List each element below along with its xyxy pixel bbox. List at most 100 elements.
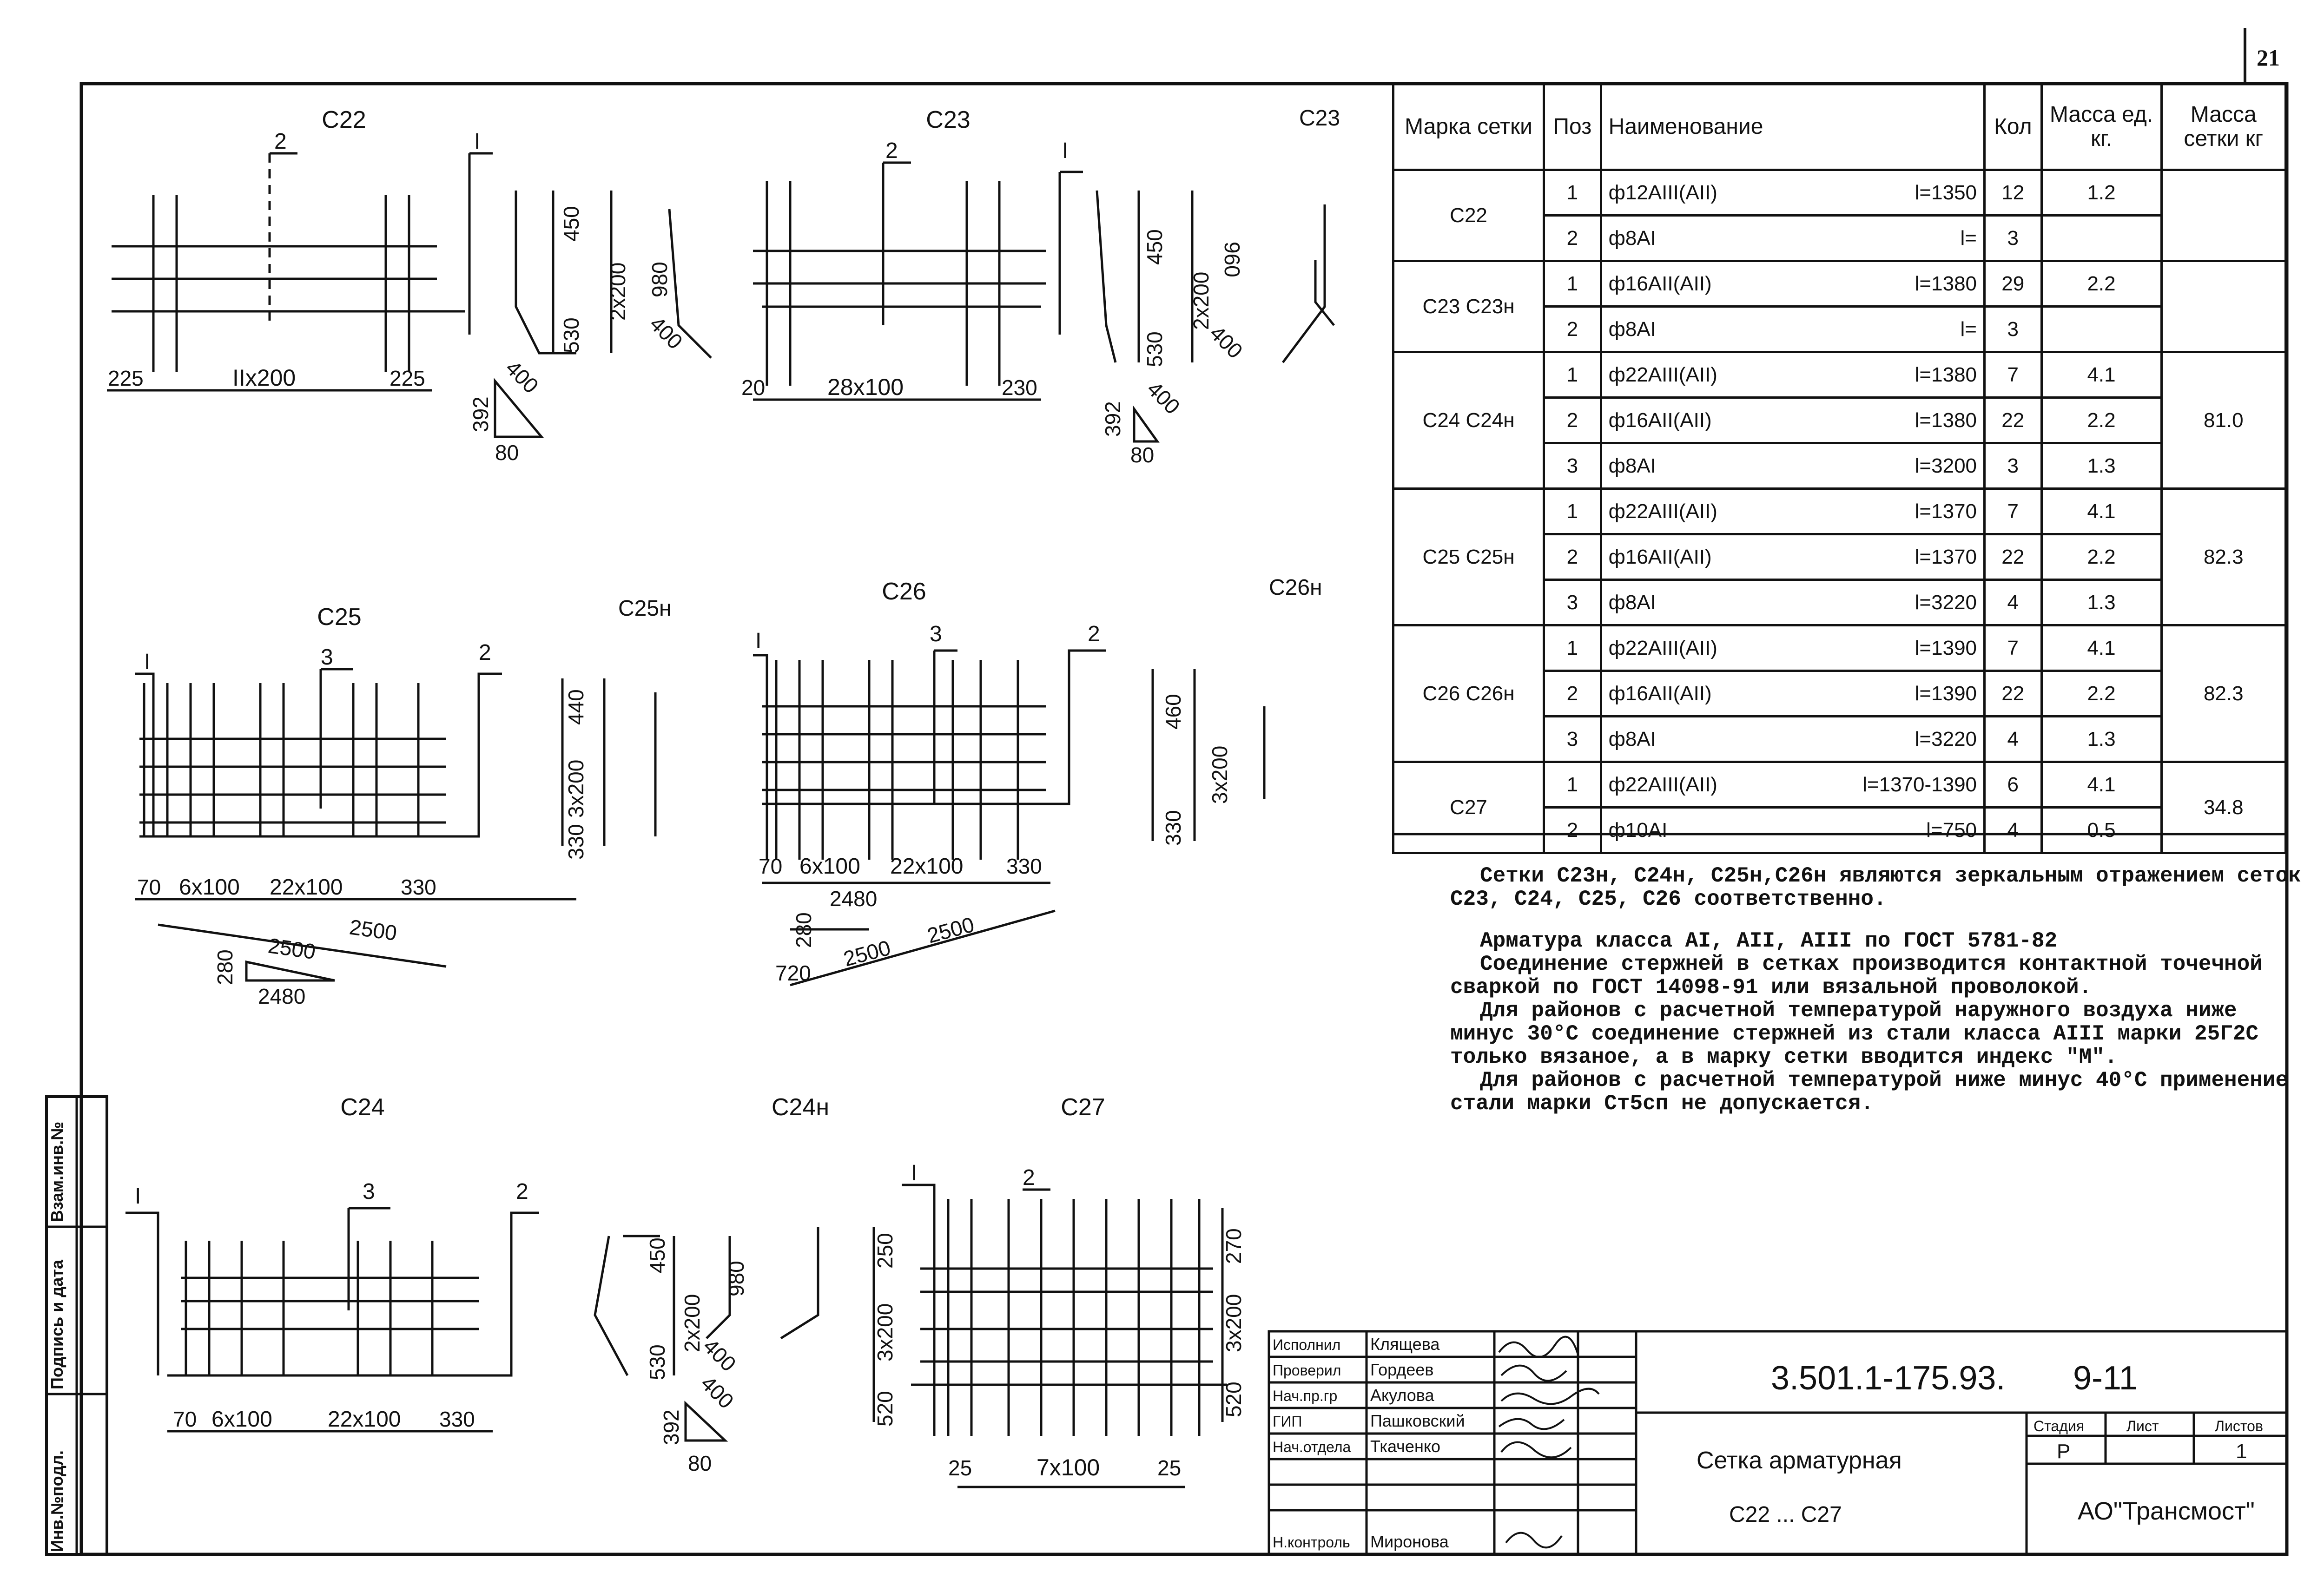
spec-cell-total bbox=[2160, 260, 2287, 353]
spec-bar-length: l=1380 bbox=[1915, 408, 1977, 432]
dim-c26n-3x200: 3x200 bbox=[1208, 746, 1232, 804]
specification-table: Марка сетки Поз Наименование Кол Масса е… bbox=[1392, 83, 2287, 854]
dim-c25-280: 280 bbox=[213, 949, 237, 985]
dim-c22-80: 80 bbox=[495, 441, 519, 465]
spec-cell-mass: 4.1 bbox=[2040, 624, 2163, 672]
spec-cell-pos: 2 bbox=[1543, 533, 1602, 581]
spec-cell-name: ф22АIII(АII)l=1380 bbox=[1599, 351, 1986, 399]
spec-bar-diameter: ф16АII(АII) bbox=[1608, 545, 1712, 568]
spec-bar-diameter: ф16АII(АII) bbox=[1608, 682, 1712, 705]
mark-c26-3: 3 bbox=[930, 622, 942, 646]
spec-cell-name: ф16АII(АII)l=1390 bbox=[1599, 670, 1986, 717]
drawing-title-c25n: С25н bbox=[618, 596, 672, 621]
dim-c23-20: 20 bbox=[741, 375, 765, 400]
spec-cell-pos: 1 bbox=[1543, 624, 1602, 672]
tb-name-2: Акулова bbox=[1370, 1386, 1435, 1405]
spec-cell-qty: 7 bbox=[1983, 487, 2043, 535]
spec-cell-mark: С25 С25н bbox=[1392, 487, 1545, 626]
spec-bar-diameter: ф8АI bbox=[1608, 226, 1656, 250]
mesh-c22 bbox=[107, 152, 493, 392]
spec-cell-name: ф22АIII(АII)l=1390 bbox=[1599, 624, 1986, 672]
mark-c25-2: 2 bbox=[479, 640, 491, 665]
tb-stage-label: Стадия bbox=[2034, 1418, 2084, 1434]
note-steel-class: Арматура класса АI, АII, АIII по ГОСТ 57… bbox=[1480, 929, 2058, 953]
mark-c23-2: 2 bbox=[885, 138, 898, 163]
spec-cell-mark: С22 bbox=[1392, 169, 1545, 262]
sheet-number: 21 bbox=[2257, 45, 2280, 71]
spec-cell-mass: 4.1 bbox=[2040, 351, 2163, 399]
mark-c25-1: I bbox=[144, 650, 150, 674]
spec-bar-length: l=1390 bbox=[1915, 636, 1977, 659]
dim-c22-225-left: 225 bbox=[108, 366, 144, 390]
mark-c22-2: 2 bbox=[274, 129, 287, 154]
spec-bar-diameter: ф8АI bbox=[1608, 454, 1656, 477]
spec-header-qty: Кол bbox=[1983, 83, 2043, 171]
spec-bar-diameter: ф22АIII(АII) bbox=[1608, 363, 1717, 386]
spec-cell-mass: 0.5 bbox=[2040, 806, 2163, 854]
dim-c26-22x100: 22x100 bbox=[890, 854, 963, 879]
tb-org: АО"Трансмост" bbox=[2078, 1497, 2255, 1525]
dim-c27-270: 270 bbox=[1221, 1228, 1246, 1264]
spec-cell-qty: 4 bbox=[1983, 806, 2043, 854]
spec-cell-qty: 7 bbox=[1983, 351, 2043, 399]
tb-doc-code: 3.501.1-175.93. bbox=[1771, 1360, 2005, 1397]
spec-cell-name: ф16АII(АII)l=1380 bbox=[1599, 396, 1986, 444]
dim-c26n-330: 330 bbox=[1161, 810, 1185, 846]
spec-cell-mass: 1.2 bbox=[2040, 169, 2163, 217]
spec-cell-pos: 1 bbox=[1543, 169, 1602, 217]
mark-c24-1: I bbox=[135, 1184, 141, 1209]
dim-c26n-460: 460 bbox=[1161, 694, 1185, 730]
spec-cell-pos: 3 bbox=[1543, 715, 1602, 763]
dim-c24-330: 330 bbox=[439, 1407, 475, 1431]
dim-c25-22x100: 22x100 bbox=[270, 875, 343, 900]
spec-cell-total: 82.3 bbox=[2160, 624, 2287, 763]
tb-sheet-range: 9-11 bbox=[2073, 1360, 2138, 1397]
spec-bar-diameter: ф12АIII(АII) bbox=[1608, 181, 1717, 204]
spec-cell-pos: 1 bbox=[1543, 761, 1602, 809]
dim-c23-392: 392 bbox=[1101, 401, 1125, 437]
dim-c22-980: 980 bbox=[647, 262, 672, 297]
dim-c22-392: 392 bbox=[469, 396, 493, 432]
spec-cell-qty: 6 bbox=[1983, 761, 2043, 809]
spec-cell-name: ф22АIII(АII)l=1370 bbox=[1599, 487, 1986, 535]
dim-c25-330: 330 bbox=[401, 875, 436, 899]
dim-c27-3x200-right: 3x200 bbox=[1221, 1294, 1246, 1352]
tb-sheet-label: Лист bbox=[2126, 1418, 2159, 1434]
note-mirror: Сетки С23н, С24н, С25н,С26н являются зер… bbox=[1450, 864, 2301, 911]
spec-bar-length: l= bbox=[1960, 226, 1977, 250]
dim-c26-720: 720 bbox=[775, 961, 811, 985]
tb-role-5: Н.контроль bbox=[1273, 1534, 1350, 1551]
dim-c23-230: 230 bbox=[1002, 375, 1037, 400]
dim-c23-2x200: 2x200 bbox=[1189, 272, 1213, 330]
drawing-title-c27: С27 bbox=[1061, 1094, 1105, 1121]
spec-cell-total bbox=[2160, 169, 2287, 262]
tb-role-3: ГИП bbox=[1273, 1413, 1302, 1430]
spec-cell-pos: 2 bbox=[1543, 670, 1602, 717]
spec-bar-diameter: ф8АI bbox=[1608, 727, 1656, 750]
dim-c24-22x100: 22x100 bbox=[328, 1407, 401, 1432]
dim-c26-6x100: 6x100 bbox=[799, 854, 860, 879]
spec-cell-qty: 7 bbox=[1983, 624, 2043, 672]
spec-cell-mark: С27 bbox=[1392, 761, 1545, 854]
mark-c24-2: 2 bbox=[516, 1179, 528, 1204]
spec-cell-pos: 1 bbox=[1543, 351, 1602, 399]
dim-c27-7x100: 7x100 bbox=[1037, 1454, 1100, 1480]
dim-c26-2480: 2480 bbox=[830, 887, 877, 911]
tb-role-1: Проверил bbox=[1273, 1362, 1341, 1379]
spec-header-mass-total: Масса сетки кг bbox=[2160, 83, 2287, 171]
note-minus30: Для районов с расчетной температурой нар… bbox=[1450, 999, 2259, 1069]
mark-c25-3: 3 bbox=[321, 645, 333, 670]
mark-c26-1: I bbox=[755, 629, 761, 653]
mark-c26-2: 2 bbox=[1088, 622, 1100, 646]
spec-bar-length: l=3220 bbox=[1915, 591, 1977, 614]
drawing-title-c24: С24 bbox=[340, 1094, 384, 1121]
